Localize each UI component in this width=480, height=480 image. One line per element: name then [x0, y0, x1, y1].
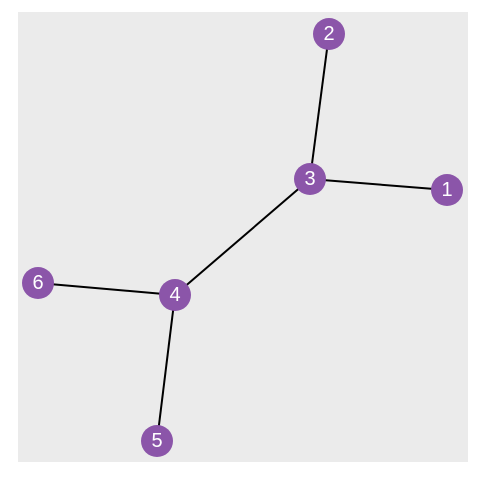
node-label-6: 6 — [32, 272, 43, 294]
node-circle-1 — [431, 174, 463, 206]
node-circle-2 — [313, 18, 345, 50]
node-3: 3 — [294, 163, 326, 195]
node-label-5: 5 — [151, 430, 162, 452]
node-label-1: 1 — [441, 179, 452, 201]
node-1: 1 — [431, 174, 463, 206]
edge-3-1 — [309, 178, 448, 191]
edge-4-6 — [37, 282, 176, 296]
node-circle-6 — [22, 267, 54, 299]
node-circle-4 — [159, 279, 191, 311]
node-2: 2 — [313, 18, 345, 50]
edge-3-4 — [174, 178, 311, 296]
node-circle-3 — [294, 163, 326, 195]
edge-4-5 — [156, 294, 176, 442]
node-label-4: 4 — [169, 284, 180, 306]
node-6: 6 — [22, 267, 54, 299]
node-4: 4 — [159, 279, 191, 311]
edges-layer — [37, 33, 448, 442]
nodes-layer: 1 2 3 4 5 6 — [22, 18, 463, 457]
node-5: 5 — [141, 425, 173, 457]
node-circle-5 — [141, 425, 173, 457]
edge-3-2 — [309, 33, 330, 180]
node-label-3: 3 — [304, 168, 315, 190]
node-label-2: 2 — [323, 23, 334, 45]
